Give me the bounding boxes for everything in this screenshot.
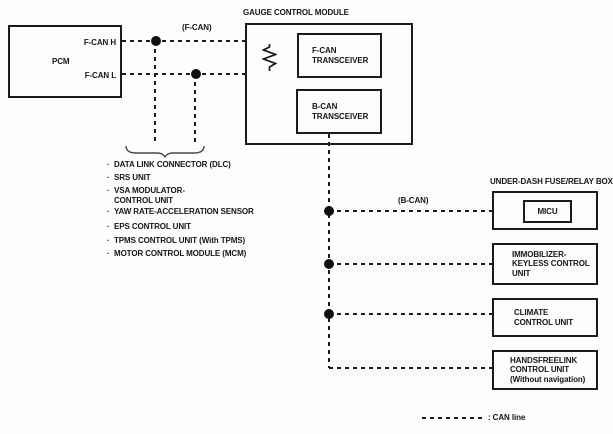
- fcan-transceiver-label: F-CAN TRANSCEIVER: [312, 46, 369, 65]
- fcan-h-branch-wire: [154, 41, 156, 144]
- bcan-transceiver-label: B-CAN TRANSCEIVER: [312, 102, 369, 121]
- micu-label: MICU: [537, 206, 558, 216]
- bullet-icon: ·: [107, 249, 110, 258]
- list-item-label: SRS UNIT: [114, 173, 151, 182]
- immobilizer-keyless-control-unit-box: IMMOBILIZER- KEYLESS CONTROL UNIT: [492, 243, 598, 285]
- fcan-h-wire: [122, 40, 297, 42]
- bullet-icon: ·: [107, 236, 110, 245]
- legend-can-line-label: : CAN line: [488, 413, 526, 422]
- bcan-transceiver-box: B-CAN TRANSCEIVER: [296, 89, 382, 134]
- bullet-icon: ·: [107, 207, 110, 216]
- immobilizer-keyless-control-unit-label: IMMOBILIZER- KEYLESS CONTROL UNIT: [512, 249, 590, 278]
- junction-dot-bcan-climate: [324, 309, 334, 319]
- terminating-resistor-icon: [262, 44, 277, 71]
- under-dash-fuse-relay-box-title: UNDER-DASH FUSE/RELAY BOX: [490, 177, 613, 186]
- junction-dot-fcan-h: [151, 36, 161, 46]
- list-item: · EPS CONTROL UNIT: [107, 222, 191, 232]
- bullet-icon: ·: [107, 186, 110, 195]
- group-brace-icon: [125, 145, 205, 158]
- bullet-icon: ·: [107, 222, 110, 231]
- list-item-label: MOTOR CONTROL MODULE (MCM): [114, 249, 247, 258]
- bcan-branch-climate-wire: [329, 313, 492, 315]
- pcm-label: PCM: [52, 57, 70, 66]
- legend-dash-sample: [422, 417, 484, 419]
- list-item-label: VSA MODULATOR- CONTROL UNIT: [114, 186, 185, 205]
- fcan-l-wire: [122, 73, 297, 75]
- pcm-pin-fcan-h: F-CAN H: [83, 38, 116, 47]
- list-item: · MOTOR CONTROL MODULE (MCM): [107, 249, 246, 259]
- pcm-box: PCM F-CAN H F-CAN L: [8, 25, 122, 98]
- list-item-label: DATA LINK CONNECTOR (DLC): [114, 160, 231, 169]
- list-item: · DATA LINK CONNECTOR (DLC): [107, 160, 231, 170]
- list-item-label: YAW RATE-ACCELERATION SENSOR: [114, 207, 254, 216]
- junction-dot-bcan-micu: [324, 206, 334, 216]
- bcan-branch-immobilizer-wire: [329, 263, 492, 265]
- pcm-pin-fcan-l: F-CAN L: [84, 71, 116, 80]
- list-item: · YAW RATE-ACCELERATION SENSOR: [107, 207, 254, 217]
- bcan-branch-handsfreelink-wire: [329, 367, 492, 369]
- list-item-label: TPMS CONTROL UNIT (With TPMS): [114, 236, 246, 245]
- list-item-label: EPS CONTROL UNIT: [114, 222, 191, 231]
- bullet-icon: ·: [107, 160, 110, 169]
- micu-box: MICU: [523, 200, 572, 223]
- list-item: · VSA MODULATOR- CONTROL UNIT: [107, 186, 185, 205]
- bcan-branch-micu-wire: [329, 210, 524, 212]
- climate-control-unit-box: CLIMATE CONTROL UNIT: [492, 298, 598, 337]
- bullet-icon: ·: [107, 173, 110, 182]
- bcan-bus-label: (B-CAN): [398, 196, 429, 205]
- climate-control-unit-label: CLIMATE CONTROL UNIT: [514, 308, 574, 327]
- junction-dot-fcan-l: [191, 69, 201, 79]
- handsfreelink-control-unit-box: HANDSFREELINK CONTROL UNIT (Without navi…: [492, 350, 598, 390]
- handsfreelink-control-unit-label: HANDSFREELINK CONTROL UNIT (Without navi…: [510, 355, 586, 384]
- fcan-transceiver-box: F-CAN TRANSCEIVER: [297, 33, 382, 78]
- junction-dot-bcan-immobilizer: [324, 259, 334, 269]
- list-item: · SRS UNIT: [107, 173, 151, 183]
- list-item: · TPMS CONTROL UNIT (With TPMS): [107, 236, 245, 246]
- fcan-l-branch-wire: [194, 74, 196, 144]
- bcan-bus-wire: [328, 134, 330, 368]
- gauge-control-module-title: GAUGE CONTROL MODULE: [243, 8, 349, 17]
- fcan-bus-label: (F-CAN): [182, 23, 212, 32]
